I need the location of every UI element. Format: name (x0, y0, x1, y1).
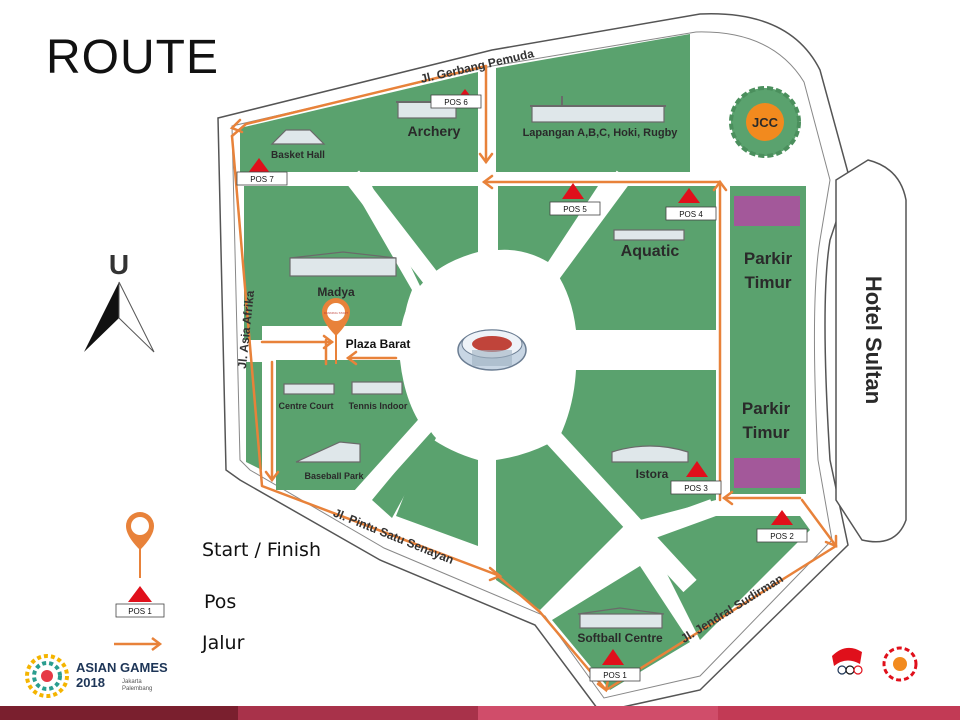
post-6: POS 6 (430, 89, 482, 109)
building-icons (270, 96, 689, 629)
grass-block-sw (396, 436, 478, 546)
start-finish-marker: RUNNING START (322, 298, 350, 364)
compass-arrow-light (118, 281, 155, 353)
tennis-indoor-building-icon (351, 381, 403, 395)
legend-start-icon (126, 512, 154, 578)
grass-block-se (650, 516, 810, 640)
asian-games-logo: ASIAN GAMES 2018 Jakarta Palembang (25, 654, 168, 698)
venue-labels: Archery Lapangan A,B,C, Hoki, Rugby JCC … (271, 115, 886, 645)
grass-block-wedge-nw (372, 186, 478, 286)
legend-route-icon (114, 637, 163, 651)
grass-sliver (372, 430, 436, 518)
venue-softball-centre: Softball Centre (577, 631, 663, 645)
venue-tennis-indoor: Tennis Indoor (349, 401, 408, 411)
venue-hotel-sultan: Hotel Sultan (861, 276, 886, 404)
asian-games-emblem-icon (25, 654, 69, 698)
page-title: ROUTE (46, 31, 219, 84)
venue-istora: Istora (636, 467, 669, 481)
venue-aquatic: Aquatic (621, 243, 680, 260)
jcc-badge (729, 86, 801, 158)
footer-segment-3 (478, 706, 718, 720)
softball-building-icon (577, 607, 665, 629)
post-4-label: POS 4 (679, 210, 703, 219)
footer-segment-2 (238, 706, 478, 720)
grass-block-madya (276, 186, 412, 326)
venue-lapangan: Lapangan A,B,C, Hoki, Rugby (523, 127, 679, 139)
grass-block-parkir (730, 186, 806, 494)
legend-pos-icon: POS 1 (115, 586, 165, 618)
footer-segment-4 (718, 706, 960, 720)
post-3-label: POS 3 (684, 484, 708, 493)
grass-block-s (496, 444, 624, 610)
logo-line2: 2018 (76, 675, 105, 690)
venue-basket-hall: Basket Hall (271, 150, 325, 161)
legend-start-finish-label: Start / Finish (202, 539, 321, 561)
hotel-sultan-block (835, 159, 907, 543)
games-torch-logo (882, 646, 918, 682)
inner-roads (333, 170, 714, 593)
post-5-label: POS 5 (563, 205, 587, 214)
legend-pos-sample: POS 1 (128, 607, 152, 616)
post-1: POS 1 (589, 649, 641, 682)
madya-building-icon (289, 251, 397, 277)
post-6-label: POS 6 (444, 98, 468, 107)
istora-building-icon (611, 445, 689, 463)
post-2-label: POS 2 (770, 532, 794, 541)
venue-archery: Archery (408, 123, 461, 139)
route-arrowheads (229, 118, 838, 693)
venue-parkir-timur-1-line1: Parkir (744, 249, 793, 268)
footer-bar (0, 706, 960, 720)
parkir-block-south (734, 458, 800, 488)
venue-parkir-timur-1-line2: Timur (745, 273, 792, 292)
centre-court-building-icon (283, 383, 335, 395)
olympic-council-logo (832, 647, 863, 675)
post-2: POS 2 (756, 510, 808, 543)
post-7-label: POS 7 (250, 175, 274, 184)
parkir-block-north (734, 196, 800, 226)
compass-arrow-dark (84, 282, 119, 352)
logo-line1: ASIAN GAMES (76, 660, 168, 675)
compass-label: U (109, 249, 129, 280)
stadium-icon (457, 329, 527, 371)
post-4: POS 4 (665, 188, 717, 221)
north-compass: U (84, 249, 155, 353)
venue-baseball-park: Baseball Park (304, 471, 364, 481)
post-markers: POS 6 POS 7 POS 5 POS 4 POS 3 (236, 89, 808, 682)
grass-block-nw (240, 72, 478, 172)
venue-centre-court: Centre Court (278, 401, 333, 411)
venue-jcc: JCC (752, 115, 779, 130)
grass-block-ne (496, 34, 690, 172)
baseball-park-building-icon (295, 441, 361, 463)
venue-madya: Madya (317, 285, 355, 299)
basket-hall-building-icon (270, 129, 326, 145)
post-7: POS 7 (236, 158, 288, 186)
post-3: POS 3 (670, 461, 722, 495)
venue-parkir-timur-2-line1: Parkir (742, 399, 791, 418)
venue-plaza-barat: Plaza Barat (346, 337, 411, 351)
legend-jalur-label: Jalur (202, 632, 245, 654)
lapangan-building-icon (530, 96, 666, 123)
post-1-label: POS 1 (603, 671, 627, 680)
logo-line3a: Jakarta (122, 679, 142, 685)
aquatic-building-icon (613, 229, 685, 241)
start-marker-text: RUNNING START (324, 311, 349, 315)
route-path (230, 64, 838, 692)
venue-parkir-timur-2-line2: Timur (743, 423, 790, 442)
logo-line3b: Palembang (122, 686, 152, 692)
footer-segment-1 (0, 706, 238, 720)
legend-pos-label: Pos (204, 591, 237, 613)
legend: POS 1 (114, 512, 165, 651)
post-5: POS 5 (549, 183, 601, 216)
